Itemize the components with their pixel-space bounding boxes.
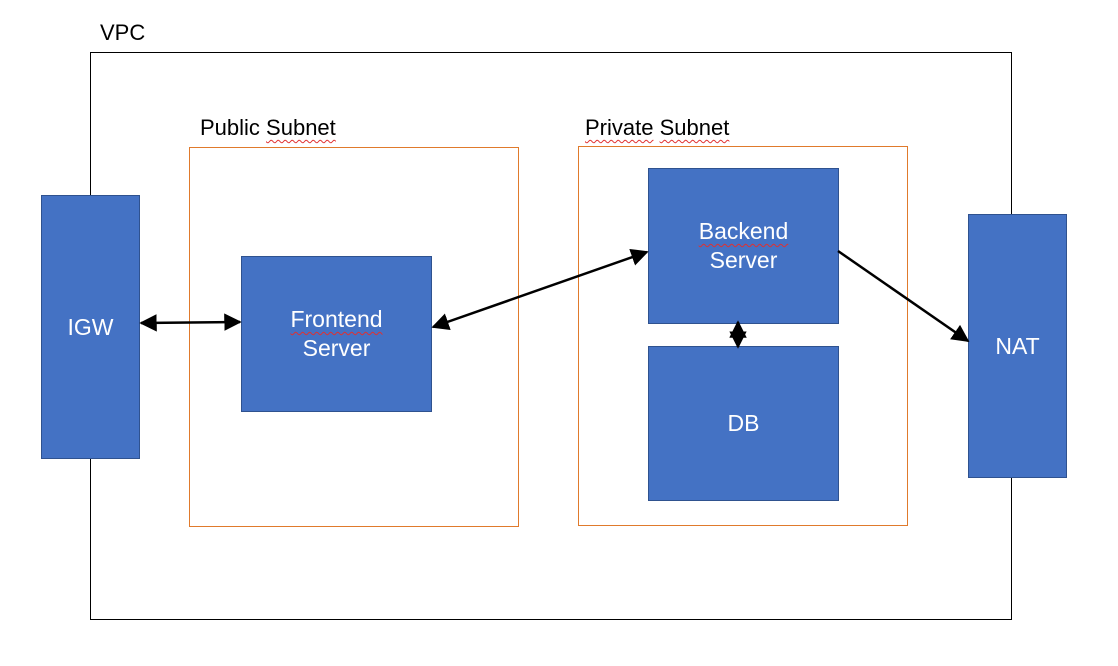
nat-label: NAT bbox=[995, 332, 1040, 359]
backend-label-line-1: Backend bbox=[698, 218, 789, 244]
private-subnet-word-2: Subnet bbox=[659, 115, 730, 140]
private-subnet-word-1: Private bbox=[585, 115, 654, 140]
db-label: DB bbox=[727, 410, 760, 436]
private-subnet-label: Private Subnet bbox=[585, 117, 729, 139]
public-subnet-boundary bbox=[189, 147, 519, 527]
public-subnet-word-1: Public bbox=[200, 115, 260, 140]
db-node[interactable]: DB bbox=[648, 346, 839, 501]
nat-node[interactable]: NAT bbox=[968, 214, 1067, 478]
igw-label: IGW bbox=[67, 313, 114, 340]
frontend-server-node[interactable]: Frontend Server bbox=[241, 256, 432, 412]
frontend-label-line-2: Server bbox=[302, 335, 371, 361]
frontend-label-line-1: Frontend bbox=[290, 306, 383, 332]
igw-node[interactable]: IGW bbox=[41, 195, 140, 459]
vpc-label: VPC bbox=[100, 20, 146, 45]
public-subnet-label: Public Subnet bbox=[200, 117, 336, 139]
backend-server-node[interactable]: Backend Server bbox=[648, 168, 839, 324]
backend-label-line-2: Server bbox=[709, 247, 778, 273]
public-subnet-word-2: Subnet bbox=[266, 115, 336, 140]
